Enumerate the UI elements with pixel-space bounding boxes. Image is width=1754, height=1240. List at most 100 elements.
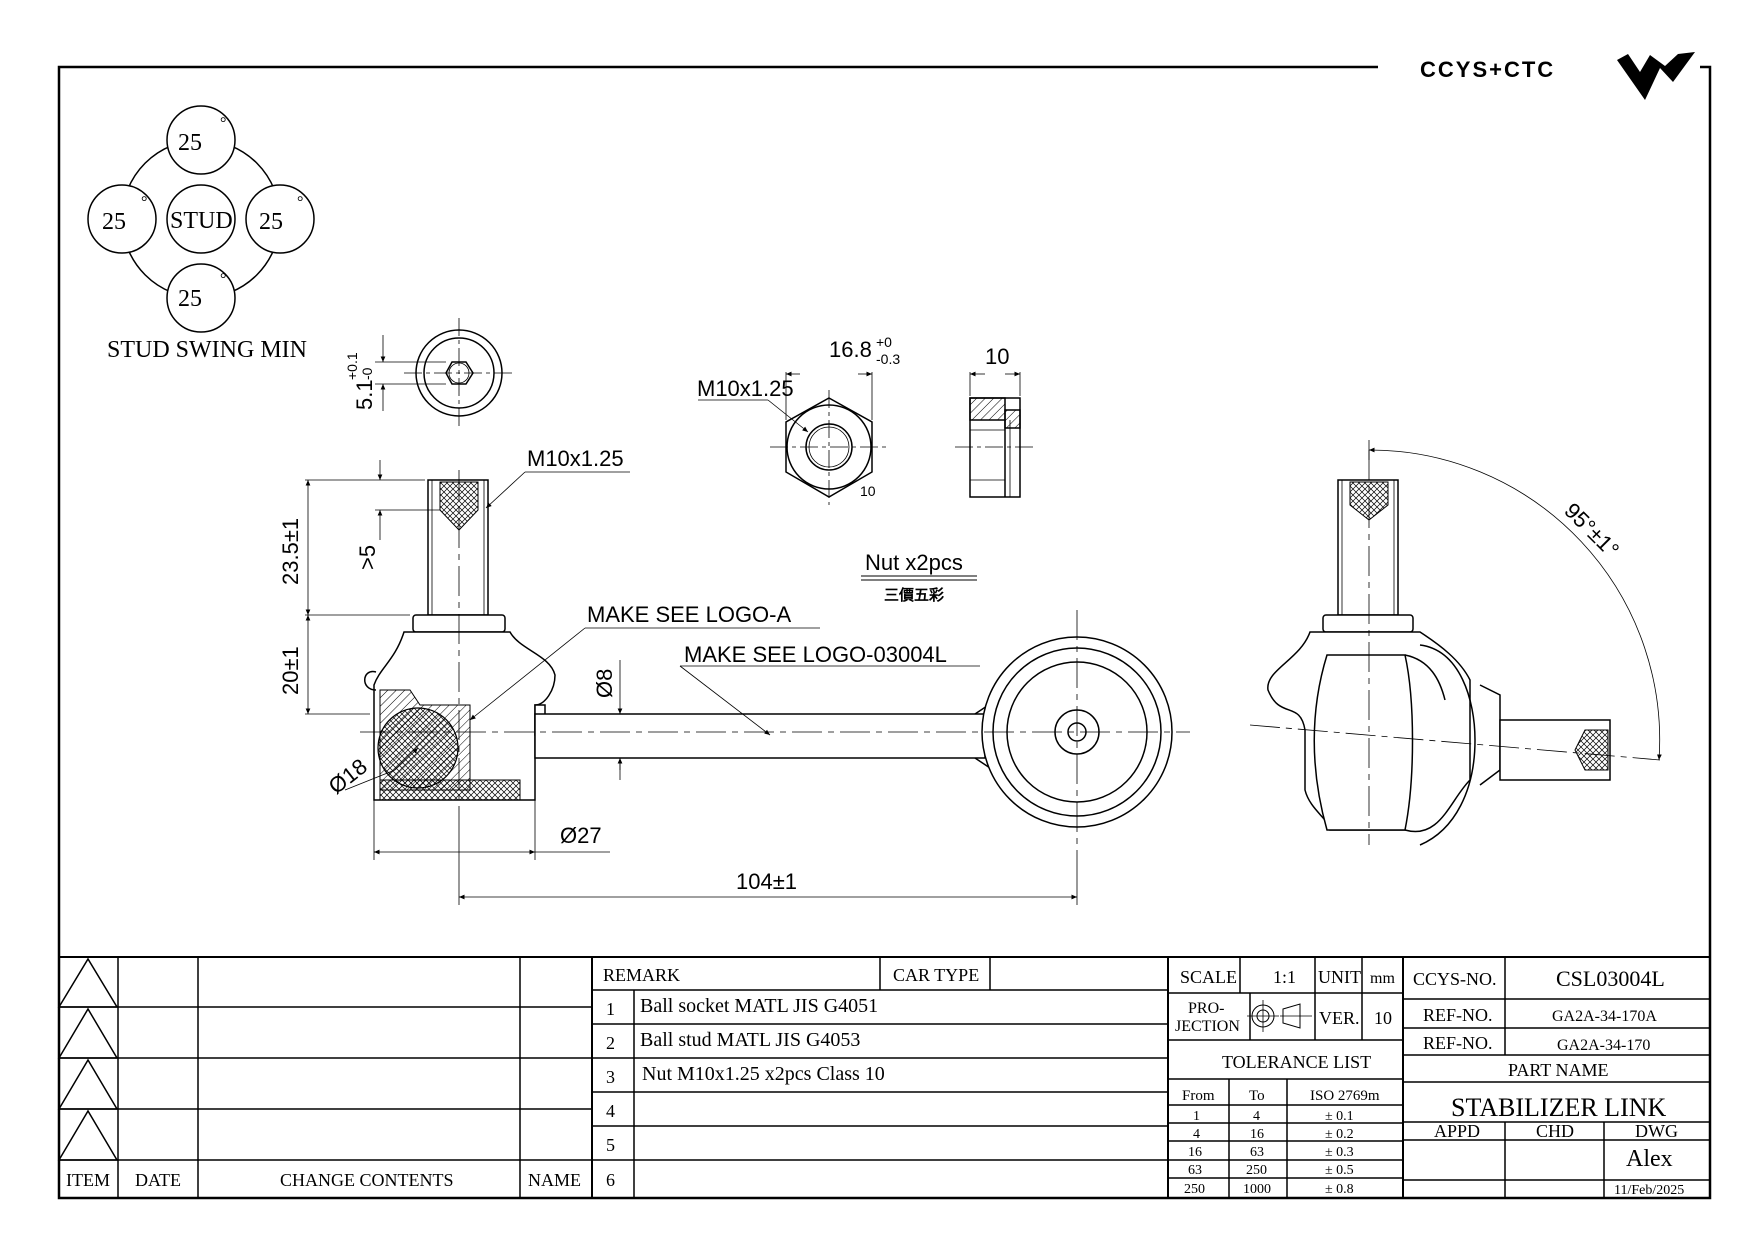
dim-ball-dia: Ø18	[324, 754, 372, 799]
swing-right-deg: °	[297, 194, 303, 211]
remark-text-2: Ball stud MATL JIS G4053	[640, 1029, 860, 1051]
ref2-value: GA2A-34-170	[1557, 1037, 1650, 1054]
tol-row-4-from: 63	[1188, 1163, 1202, 1178]
dim-hex-depth-tol-upper: +0.1	[344, 352, 360, 380]
remark-text-3: Nut M10x1.25 x2pcs Class 10	[642, 1063, 885, 1085]
tol-header-iso: ISO 2769m	[1310, 1088, 1380, 1104]
title-block	[57, 956, 1710, 1198]
remark-no-2: 2	[606, 1033, 615, 1053]
part-name-value: STABILIZER LINK	[1451, 1093, 1666, 1122]
dim-swing-angle: 95°±1°	[1559, 498, 1624, 563]
swing-center: STUD	[170, 208, 233, 234]
swing-right: 25	[259, 209, 283, 235]
remark-no-3: 3	[606, 1067, 615, 1087]
tol-row-4-to: 250	[1246, 1163, 1267, 1178]
dim-center-distance: 104±1	[736, 869, 797, 894]
tol-row-2-val: ± 0.2	[1325, 1127, 1354, 1142]
tol-row-1-val: ± 0.1	[1325, 1109, 1354, 1124]
tol-header-to: To	[1249, 1088, 1265, 1104]
tol-row-5-from: 250	[1184, 1182, 1205, 1197]
tol-row-1-to: 4	[1253, 1109, 1260, 1124]
brand-text: CCYS+CTC	[1420, 57, 1555, 82]
ball-joint-end-view	[1249, 440, 1662, 846]
tol-row-5-val: ± 0.8	[1325, 1182, 1354, 1197]
tol-row-1-from: 1	[1193, 1109, 1200, 1124]
swing-top: 25	[178, 130, 202, 156]
tol-row-2-from: 4	[1193, 1127, 1200, 1142]
car-type-label: CAR TYPE	[893, 965, 979, 985]
dim-bar-dia: Ø8	[592, 669, 617, 698]
scale-value: 1:1	[1273, 967, 1296, 987]
dim-hex-min: >5	[355, 545, 380, 570]
projection-label-line2: JECTION	[1175, 1018, 1240, 1035]
tol-header-from: From	[1182, 1088, 1215, 1104]
stud-swing-diagram	[87, 105, 315, 333]
tol-row-3-from: 16	[1188, 1145, 1202, 1160]
sheet-frame	[57, 65, 1712, 1200]
rev-header-date: DATE	[135, 1170, 181, 1190]
dim-nut-thick: 10	[985, 344, 1009, 369]
drawing-date: 11/Feb/2025	[1614, 1183, 1684, 1198]
nut-side-view	[955, 371, 1035, 498]
swing-bottom: 25	[178, 286, 202, 312]
tol-row-2-to: 16	[1250, 1127, 1264, 1142]
tol-row-3-val: ± 0.3	[1325, 1145, 1354, 1160]
swing-top-deg: °	[220, 115, 226, 132]
swing-title: STUD SWING MIN	[107, 337, 307, 363]
dim-nut-thread: M10x1.25	[697, 376, 794, 401]
ccys-no-label: CCYS-NO.	[1413, 969, 1497, 989]
tolerance-title: TOLERANCE LIST	[1222, 1052, 1371, 1072]
remark-no-5: 5	[606, 1135, 615, 1155]
ref1-value: GA2A-34-170A	[1552, 1008, 1657, 1025]
rev-header-name: NAME	[528, 1170, 581, 1190]
remark-no-6: 6	[606, 1170, 615, 1190]
dim-hex-depth-tol-lower: -0	[359, 367, 375, 380]
dim-body-height: 20±1	[278, 646, 303, 695]
dwg-label: DWG	[1635, 1121, 1678, 1141]
swing-bottom-deg: °	[220, 271, 226, 288]
drawer-name: Alex	[1626, 1146, 1673, 1172]
tolerance-rows: 1 4 ± 0.1 4 16 ± 0.2 16 63 ± 0.3 63 250 …	[1184, 1109, 1354, 1197]
ref1-label: REF-NO.	[1423, 1005, 1493, 1025]
dim-nut-grade: 10	[860, 483, 876, 499]
dim-hex-depth: 5.1	[352, 379, 377, 410]
unit-value: mm	[1370, 970, 1395, 987]
remark-no-4: 4	[606, 1101, 615, 1121]
ref2-label: REF-NO.	[1423, 1033, 1493, 1053]
ver-value: 10	[1374, 1008, 1392, 1028]
ccys-no-value: CSL03004L	[1556, 966, 1665, 991]
dim-nut-tol-lower: -0.3	[876, 351, 900, 367]
projection-label-line1: PRO-	[1188, 1000, 1224, 1017]
remark-text-1: Ball socket MATL JIS G4051	[640, 995, 878, 1017]
note-nut-sub: 三價五彩	[884, 586, 944, 604]
brand-logo: CCYS+CTC	[1420, 52, 1695, 100]
remark-title: REMARK	[603, 965, 680, 985]
dim-thread-top: M10x1.25	[527, 446, 624, 471]
part-name-label: PART NAME	[1508, 1060, 1608, 1080]
nut-front-view	[698, 371, 888, 505]
dim-stud-length: 23.5±1	[278, 518, 303, 585]
rev-header-item: ITEM	[66, 1170, 110, 1190]
dim-socket-dia: Ø27	[560, 823, 602, 848]
dim-nut-width: 16.8	[829, 337, 872, 362]
note-nut-qty: Nut x2pcs	[865, 550, 963, 575]
appd-label: APPD	[1434, 1121, 1480, 1141]
main-view-dimensions	[305, 460, 1078, 905]
ball-joint-side-view	[360, 470, 1190, 850]
note-logo-a: MAKE SEE LOGO-A	[587, 602, 791, 627]
swing-left-deg: °	[141, 194, 147, 211]
tol-row-5-to: 1000	[1243, 1182, 1271, 1197]
chd-label: CHD	[1536, 1121, 1574, 1141]
tol-row-4-val: ± 0.5	[1325, 1163, 1354, 1178]
swing-left: 25	[102, 209, 126, 235]
ver-label: VER.	[1319, 1008, 1360, 1028]
dim-nut-tol-upper: +0	[876, 334, 892, 350]
tol-row-3-to: 63	[1250, 1145, 1264, 1160]
rev-header-change: CHANGE CONTENTS	[280, 1170, 454, 1190]
remark-no-1: 1	[606, 999, 615, 1019]
note-logo-b: MAKE SEE LOGO-03004L	[684, 642, 947, 667]
unit-label: UNIT	[1318, 967, 1361, 987]
stud-top-view	[375, 318, 512, 428]
brand-emblem-icon	[1617, 52, 1695, 100]
